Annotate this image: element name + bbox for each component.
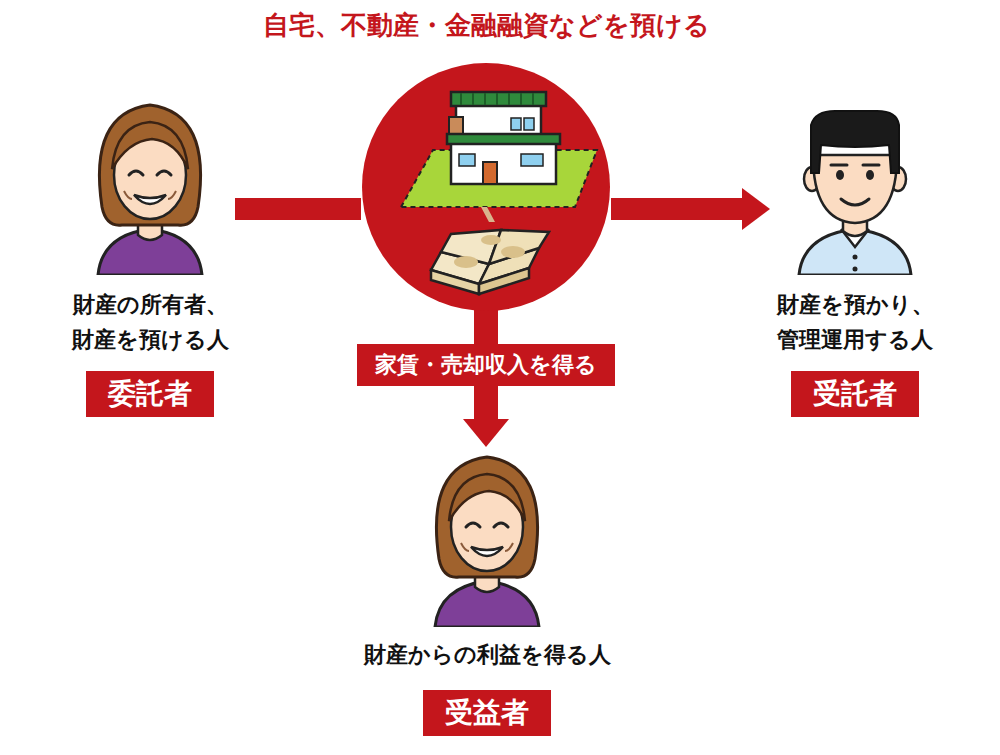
role-tag-row: 委託者 — [65, 371, 235, 417]
person-node: 財産の所有者、 財産を預ける人委託者 — [65, 95, 235, 417]
role-tag-row: 受託者 — [770, 371, 940, 417]
role-description: 財産からの利益を得る人 — [337, 637, 637, 672]
asset-illustration — [361, 62, 611, 312]
person-node: 財産からの利益を得る人受益者 — [337, 447, 637, 736]
person-illustration — [417, 447, 557, 627]
heading-text: 自宅、不動産・金融融資などを預ける — [263, 8, 710, 43]
flow-arrow — [611, 188, 770, 230]
person-node: 財産を預かり、 管理運用する人受託者 — [770, 95, 940, 417]
role-tag-row: 受益者 — [337, 690, 637, 736]
flow-arrow — [235, 209, 361, 210]
role-tag: 委託者 — [86, 371, 214, 417]
person-illustration — [785, 95, 925, 275]
role-tag: 受益者 — [423, 690, 551, 736]
asset-circle: 自宅、不動産・金融融資などを預ける — [361, 62, 611, 312]
edge-label: 家賃・売却収入を得る — [357, 344, 615, 386]
role-tag: 受託者 — [791, 371, 919, 417]
role-description: 財産の所有者、 財産を預ける人 — [65, 287, 235, 357]
role-description: 財産を預かり、 管理運用する人 — [770, 287, 940, 357]
person-illustration — [80, 95, 220, 275]
